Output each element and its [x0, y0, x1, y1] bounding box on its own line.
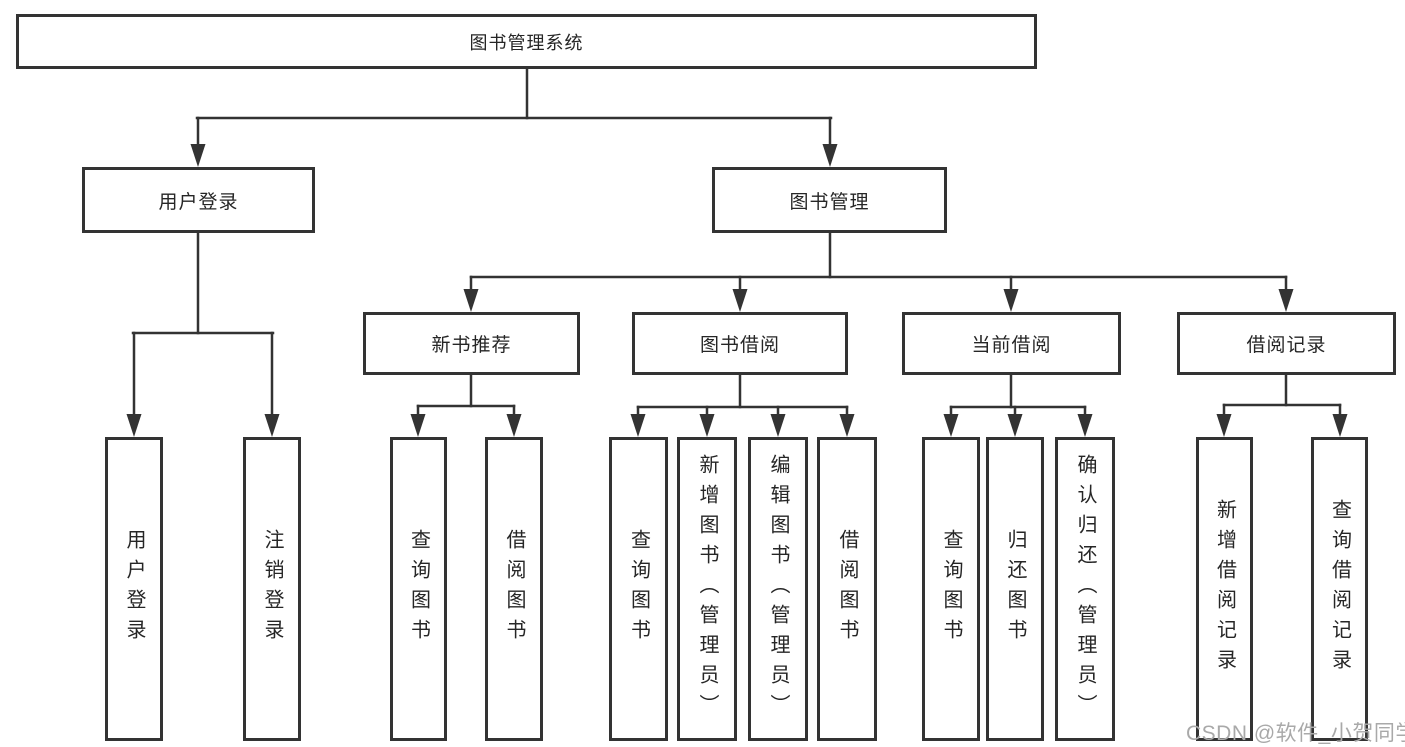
leaf-book-borrow-query: 查询图书 [609, 437, 668, 741]
leaf-label: 查询图书 [627, 529, 650, 649]
leaf-book-borrow-edit-admin: 编辑图书（管理员） [748, 437, 808, 741]
node-label: 图书管理 [789, 191, 870, 213]
leaf-label: 归还图书 [1004, 529, 1026, 649]
leaf-book-borrow-add-admin: 新增图书（管理员） [677, 437, 737, 741]
leaf-label: 借阅图书 [503, 529, 525, 649]
leaf-label: 注销登录 [261, 529, 283, 649]
arrowheads [126, 144, 1348, 437]
node-new-book-recommend: 新书推荐 [363, 312, 580, 375]
leaf-current-borrow-return: 归还图书 [986, 437, 1044, 741]
node-label: 借阅记录 [1246, 335, 1327, 356]
leaf-label: 查询图书 [940, 529, 962, 649]
leaf-label: 新增借阅记录 [1213, 499, 1236, 679]
leaf-label: 查询借阅记录 [1328, 499, 1351, 679]
node-borrow-records: 借阅记录 [1177, 312, 1396, 375]
node-user-login: 用户登录 [82, 167, 315, 233]
node-book-borrow: 图书借阅 [632, 312, 848, 375]
leaf-records-add: 新增借阅记录 [1196, 437, 1253, 741]
leaf-new-books-borrow: 借阅图书 [485, 437, 543, 741]
node-label: 当前借阅 [971, 335, 1052, 356]
node-current-borrow: 当前借阅 [902, 312, 1121, 375]
leaf-label: 确认归还（管理员） [1074, 454, 1096, 724]
leaf-label: 用户登录 [123, 529, 145, 649]
node-root-library-system: 图书管理系统 [16, 14, 1037, 69]
csdn-watermark: CSDN @软件_小贺同学 [1186, 722, 1405, 745]
node-label: 新书推荐 [431, 335, 512, 356]
leaf-new-books-query: 查询图书 [390, 437, 447, 741]
leaf-book-borrow-borrow: 借阅图书 [817, 437, 877, 741]
leaf-label: 查询图书 [407, 529, 430, 649]
leaf-current-borrow-query: 查询图书 [922, 437, 980, 741]
leaf-label: 编辑图书（管理员） [767, 454, 789, 724]
node-label: 图书管理系统 [469, 32, 584, 53]
node-book-management: 图书管理 [712, 167, 947, 233]
node-label: 图书借阅 [699, 335, 780, 356]
leaf-label: 新增图书（管理员） [696, 454, 718, 724]
leaf-logout: 注销登录 [243, 437, 301, 741]
leaf-current-borrow-confirm-admin: 确认归还（管理员） [1055, 437, 1115, 741]
leaf-user-login: 用户登录 [105, 437, 163, 741]
node-label: 用户登录 [158, 191, 239, 213]
leaf-label: 借阅图书 [836, 529, 858, 649]
leaf-records-query: 查询借阅记录 [1311, 437, 1368, 741]
